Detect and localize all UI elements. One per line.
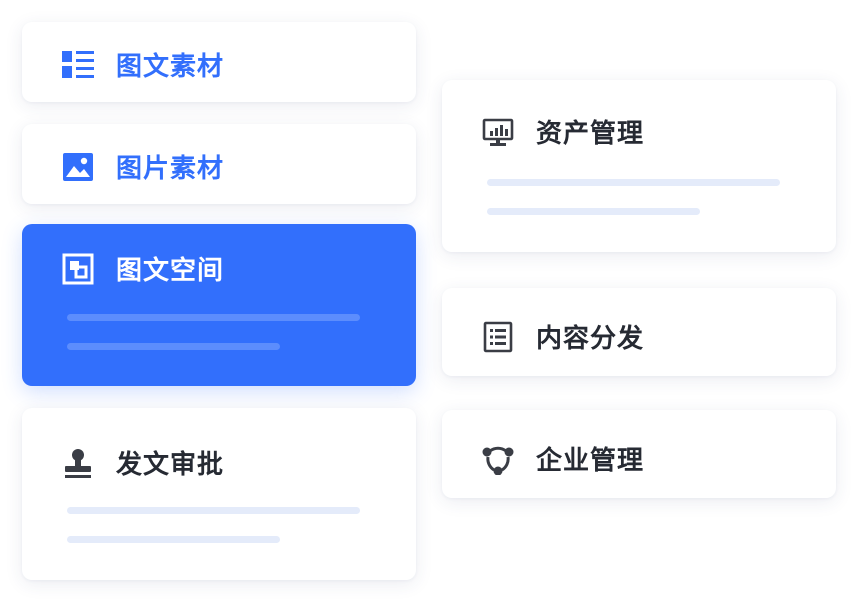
menu-label: 图片素材: [116, 154, 225, 184]
placeholder-bar: [67, 507, 360, 514]
menu-label: 内容分发: [536, 324, 645, 354]
placeholder-bar: [67, 536, 280, 543]
menu-label: 图文素材: [116, 52, 225, 82]
monitor-chart-icon: [482, 116, 514, 148]
menu-card-content-distribution[interactable]: 内容分发: [442, 288, 836, 376]
network-icon: [482, 443, 514, 475]
menu-card-asset-management[interactable]: 资产管理: [442, 80, 836, 252]
document-list-icon: [482, 321, 514, 353]
menu-label: 企业管理: [536, 446, 645, 476]
menu-label: 图文空间: [116, 256, 225, 286]
menu-card-enterprise-management[interactable]: 企业管理: [442, 410, 836, 498]
menu-label: 发文审批: [116, 450, 225, 480]
placeholder-bar: [67, 314, 360, 321]
list-icon: [62, 49, 94, 81]
menu-label: 资产管理: [536, 119, 645, 149]
menu-card-graphic-space[interactable]: 图文空间: [22, 224, 416, 386]
placeholder-bar: [487, 179, 780, 186]
menu-card-document-approval[interactable]: 发文审批: [22, 408, 416, 580]
menu-card-image-material[interactable]: 图片素材: [22, 124, 416, 204]
placeholder-bar: [487, 208, 700, 215]
image-icon: [62, 151, 94, 183]
layout-icon: [62, 253, 94, 285]
placeholder-bar: [67, 343, 280, 350]
stamp-icon: [62, 447, 94, 479]
menu-card-graphic-material[interactable]: 图文素材: [22, 22, 416, 102]
